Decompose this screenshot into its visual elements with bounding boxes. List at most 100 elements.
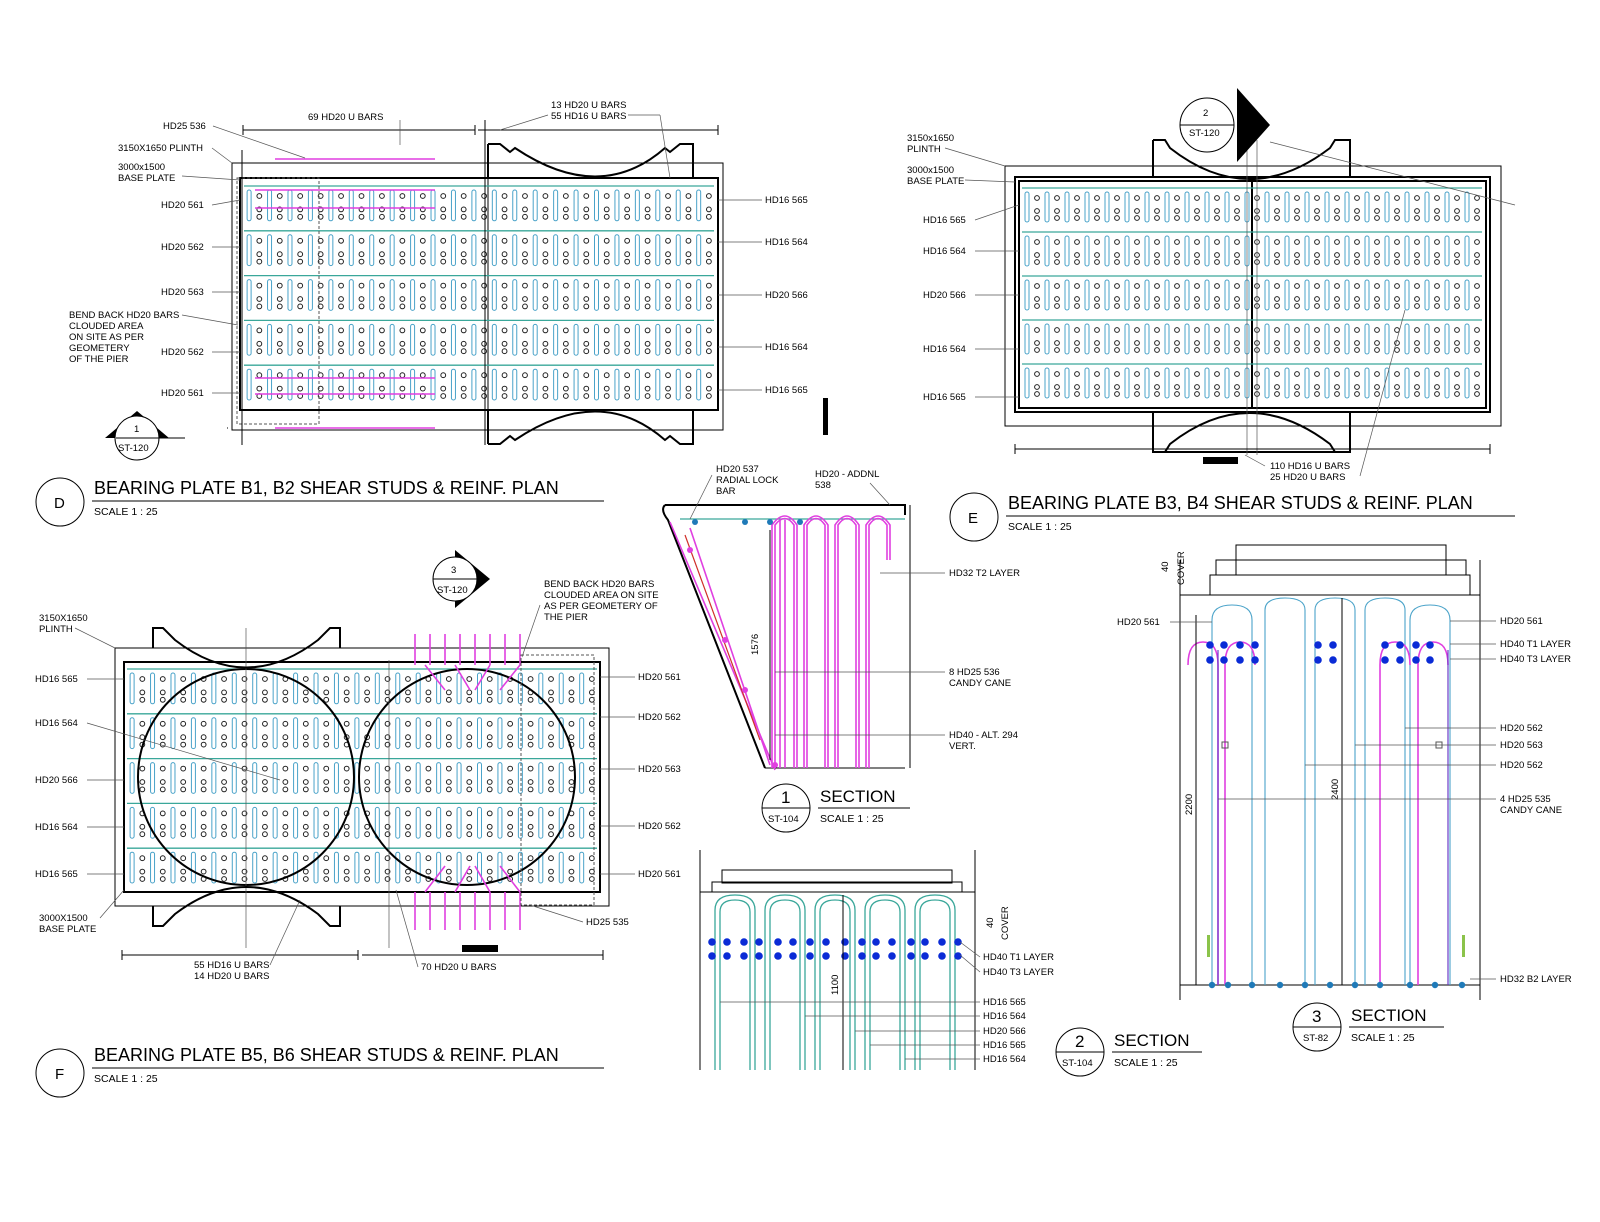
rebar [1464,279,1470,311]
shear-stud [1234,340,1240,346]
shear-stud [1214,371,1220,377]
shear-stud [685,206,692,213]
shear-stud [440,282,447,289]
rebar [1124,279,1130,311]
shear-stud [481,340,488,347]
shear-stud [1194,384,1200,390]
shear-stud [685,213,692,220]
bar-dot [1314,656,1322,664]
shear-stud [568,696,575,703]
rebar [307,368,313,401]
rebar [328,279,334,311]
bar-dot [789,938,797,946]
rebar [272,672,278,705]
shear-stud [522,282,528,289]
rebar [1064,367,1070,399]
shear-stud [419,193,426,199]
rebar [293,672,299,705]
rebar [129,851,135,884]
shear-stud [1094,215,1100,221]
rebar [471,189,477,222]
section-2-u-bars [714,894,956,1070]
svg-text:D: D [54,495,65,512]
rebar [573,234,579,267]
shear-stud [1374,195,1380,201]
shear-stud [603,372,610,379]
shear-stud [522,213,528,220]
shear-stud [644,237,651,244]
shear-stud [276,213,283,220]
shear-stud [241,720,248,727]
shear-stud [338,251,344,258]
shear-stud [665,296,671,302]
section-1-cane-2: CANDY CANE [949,678,1011,689]
shear-stud [1134,391,1140,397]
shear-stud [466,765,473,772]
shear-stud [1234,303,1240,309]
shear-stud [583,327,590,334]
section-2-label-2: HD16 564 [983,1011,1026,1022]
shear-stud [548,734,554,741]
rebar [477,762,482,794]
shear-stud [1454,239,1460,245]
svg-text:ST-120: ST-120 [1189,128,1220,139]
rebar [1304,235,1310,267]
shear-stud [624,258,631,265]
shear-stud [486,868,493,875]
shear-stud [440,327,447,334]
rebar [231,851,237,884]
shear-stud [1294,340,1300,346]
shear-stud [276,237,283,244]
rebar [410,279,416,311]
plan-d-plinth-label: 3150X1650 PLINTH [118,143,203,154]
rebar [634,279,640,311]
rebar [512,368,518,401]
shear-stud [1034,215,1040,221]
shear-stud [180,720,187,727]
bar-dot [921,938,929,946]
shear-stud [527,855,534,862]
shear-stud [384,831,391,838]
shear-stud [1174,391,1180,397]
rebar [395,762,401,794]
shear-stud [1434,208,1440,214]
svg-text:ST-104: ST-104 [1062,1058,1093,1069]
shear-stud [644,393,651,399]
shear-stud [159,786,166,793]
rebar [252,806,258,839]
shear-stud [256,251,263,258]
bar-dot [872,952,880,960]
shear-stud [1214,327,1220,333]
shear-stud [466,779,473,785]
b2-bar-dot [1301,981,1309,989]
shear-stud [1474,215,1480,221]
shear-stud [1314,347,1320,353]
shear-stud [1214,195,1220,201]
rebar [410,234,416,267]
rebar [532,323,538,356]
shear-stud [256,206,263,213]
shear-stud [282,765,289,772]
shear-stud [562,213,569,220]
bar-dot [954,952,962,960]
shear-stud [399,193,406,199]
shear-stud [302,720,309,727]
rebar [348,368,354,401]
shear-stud [1314,208,1320,214]
shear-stud [1294,296,1300,302]
shear-stud [1294,215,1300,221]
rebar [1064,279,1070,311]
section-3-cover-2: COVER [1176,551,1187,585]
shear-stud [139,831,146,838]
plan-f-label-2: HD16 564 [35,718,78,729]
shear-stud [507,720,514,727]
shear-stud [1454,384,1460,390]
shear-stud [1034,195,1040,201]
shear-stud [1374,347,1380,353]
shear-stud [180,810,187,817]
shear-stud [603,213,610,220]
shear-stud [1214,303,1220,309]
shear-stud [1074,259,1080,265]
shear-stud [522,251,528,258]
